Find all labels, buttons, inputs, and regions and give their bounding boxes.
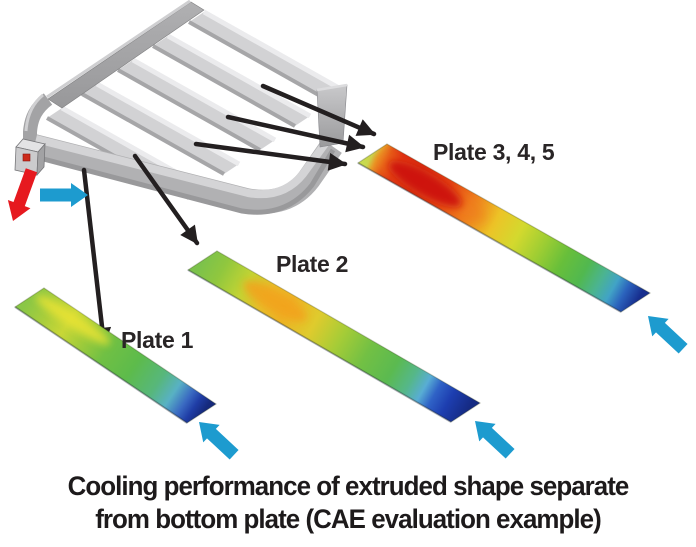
rib-plate-4 [152,33,312,128]
pointer-arrow-plate1 [81,167,112,347]
caption-line-2: from bottom plate (CAE evaluation exampl… [95,504,601,534]
rib-plate-5 [188,9,348,104]
frame-left-wall [23,0,205,148]
plate-345-contour [356,143,652,313]
pointer-arrow-plate3 [193,141,348,171]
heat-source-dot [22,153,31,162]
heat-load-arrow [7,168,38,221]
airflow-arrows [40,183,688,460]
plate-1-contour [13,287,218,424]
pointer-arrow-plate2 [132,153,200,246]
caption-line-1: Cooling performance of extruded shape se… [67,471,630,501]
hotspot-warm [243,280,307,322]
plate-345-label: Plate 3, 4, 5 [433,139,555,165]
plate-1-label: Plate 1 [121,327,194,353]
rib-plate-3 [117,57,277,152]
airflow-arrow-plate345 [648,316,688,354]
hotspot-streak [35,295,111,345]
airflow-arrow-plate2 [475,421,515,459]
pointer-arrow-plate4 [225,114,366,153]
rib-plate-2 [81,81,241,176]
frame-front-rail [31,134,342,215]
hotspot-core [388,160,462,208]
thermal-plates [13,143,652,424]
plate-2-contour [186,250,482,423]
airflow-arrow-plate1 [199,422,239,460]
corner-block [14,138,46,177]
extruded-frame [14,0,348,215]
plate-2-label: Plate 2 [276,251,349,277]
pointer-arrow-plate5 [260,83,377,137]
pointer-arrows [81,83,377,347]
figure-caption: Cooling performance of extruded shape se… [14,470,682,536]
airflow-arrow-frame [40,183,88,207]
